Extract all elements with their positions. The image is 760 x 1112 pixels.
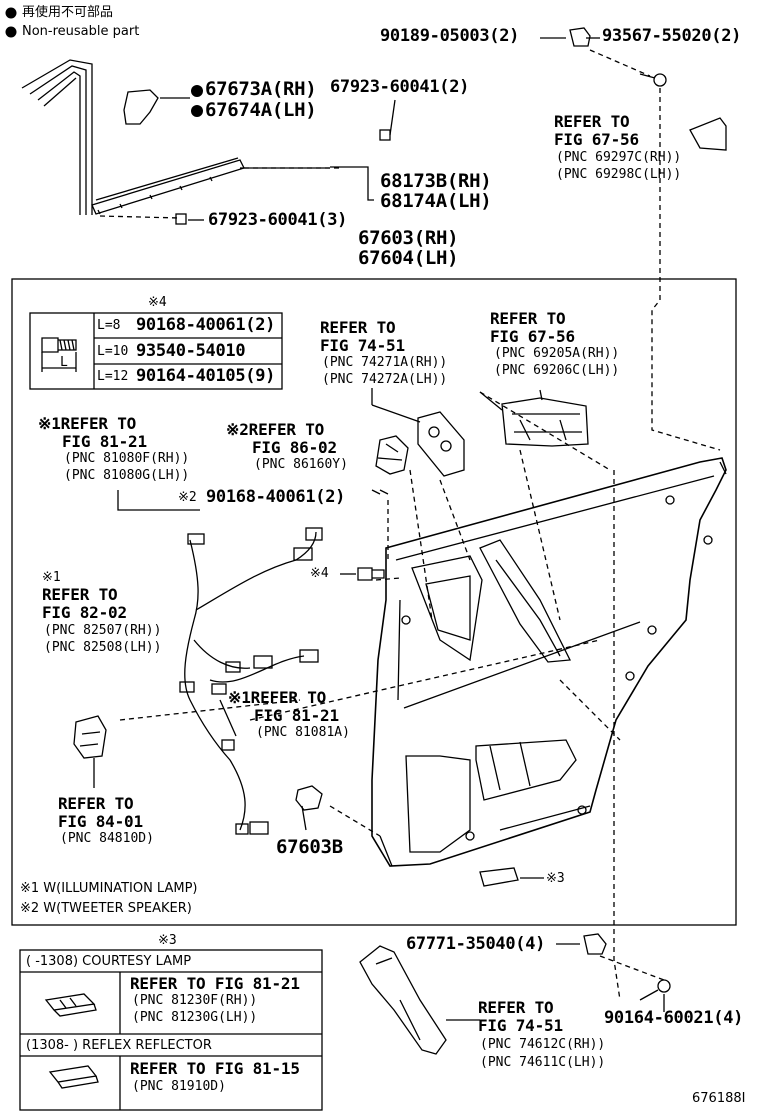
refer-74-51-b-pnc-rh: (PNC 74612C(RH)) — [480, 1037, 606, 1052]
courtesy-lamp-refer[interactable]: REFER TO FIG 81-21 — [130, 974, 300, 993]
mark-2-screw: ※2 — [178, 490, 197, 505]
refer-84-01-pnc: (PNC 84810D) — [60, 831, 154, 846]
screw-part-93540[interactable]: 93540-54010 — [136, 341, 246, 361]
screw-len-10: L=10 — [97, 344, 129, 359]
legend-nonreusable-jp: 再使用不可部品 — [22, 5, 114, 20]
refer-84-01-line2[interactable]: FIG 84-01 — [58, 812, 143, 831]
courtesy-lamp-pnc-lh: (PNC 81230G(LH)) — [132, 1010, 258, 1025]
refer-81-21-a-line1[interactable]: ※1REFER TO — [38, 414, 137, 433]
screw-part-90164[interactable]: 90164-40105(9) — [136, 366, 276, 386]
part-90168-b[interactable]: 90168-40061(2) — [206, 487, 346, 507]
part-67674[interactable]: 67674A(LH) — [205, 99, 317, 121]
refer-82-02-line2[interactable]: FIG 82-02 — [42, 603, 127, 622]
refer-67-56-a-pnc-lh: (PNC 69298C(LH)) — [556, 167, 682, 182]
part-68174[interactable]: 68174A(LH) — [380, 190, 492, 212]
refer-67-56-b-line2[interactable]: FIG 67-56 — [490, 327, 575, 346]
nonreusable-dot-icon — [191, 85, 203, 97]
refer-74-51-a-pnc-lh: (PNC 74272A(LH)) — [322, 372, 448, 387]
part-67771[interactable]: 67771-35040(4) — [406, 934, 546, 954]
nonreusable-dot-icon — [191, 105, 203, 117]
refer-82-02-mark: ※1 — [42, 570, 61, 585]
refer-74-51-a-line2[interactable]: FIG 74-51 — [320, 336, 405, 355]
refer-86-02-line1[interactable]: ※2REFER TO — [226, 420, 325, 439]
refer-81-21-a-line2[interactable]: FIG 81-21 — [62, 432, 147, 451]
part-68173[interactable]: 68173B(RH) — [380, 170, 492, 192]
refer-86-02-pnc: (PNC 86160Y) — [254, 457, 348, 472]
refer-82-02-line1[interactable]: REFER TO — [42, 585, 118, 604]
legend-nonreusable-en: Non-reusable part — [22, 24, 140, 39]
part-90189[interactable]: 90189-05003(2) — [380, 26, 520, 46]
refer-67-56-a-line2[interactable]: FIG 67-56 — [554, 130, 639, 149]
refer-74-51-a-line1[interactable]: REFER TO — [320, 318, 396, 337]
part-90164-b[interactable]: 90164-60021(4) — [604, 1008, 744, 1028]
refer-81-21-b-line1[interactable]: ※1REFER TO — [228, 688, 327, 707]
nonreusable-dot-icon — [5, 26, 17, 38]
refer-81-21-b-line2[interactable]: FIG 81-21 — [254, 706, 339, 725]
figure-id: 676188I — [692, 1091, 746, 1106]
reflex-reflector-header: (1308- ) REFLEX REFLECTOR — [26, 1038, 212, 1053]
screw-table-mark: ※4 — [148, 295, 167, 310]
refer-86-02-line2[interactable]: FIG 86-02 — [252, 438, 337, 457]
refer-74-51-b-line2[interactable]: FIG 74-51 — [478, 1016, 563, 1035]
mark-4-screw: ※4 — [310, 566, 329, 581]
note-tweeter-speaker: ※2 W(TWEETER SPEAKER) — [20, 901, 192, 916]
refer-67-56-b-line1[interactable]: REFER TO — [490, 309, 566, 328]
screw-part-90168[interactable]: 90168-40061(2) — [136, 315, 276, 335]
screw-dim-label: L — [60, 355, 68, 370]
courtesy-table-mark: ※3 — [158, 933, 177, 948]
part-67923-a[interactable]: 67923-60041(2) — [330, 77, 470, 97]
refer-81-21-a-pnc-rh: (PNC 81080F(RH)) — [64, 451, 190, 466]
screw-len-8: L=8 — [97, 318, 121, 333]
part-67603b[interactable]: 67603B — [276, 836, 343, 858]
refer-67-56-b-pnc-lh: (PNC 69206C(LH)) — [494, 363, 620, 378]
reflex-reflector-pnc: (PNC 81910D) — [132, 1079, 226, 1094]
refer-74-51-b-pnc-lh: (PNC 74611C(LH)) — [480, 1055, 606, 1070]
mark-3-lamp: ※3 — [546, 871, 565, 886]
refer-74-51-a-pnc-rh: (PNC 74271A(RH)) — [322, 355, 448, 370]
refer-81-21-a-pnc-lh: (PNC 81080G(LH)) — [64, 468, 190, 483]
assembly-frame — [11, 278, 737, 926]
part-67603[interactable]: 67603(RH) — [358, 227, 459, 249]
screw-len-12: L=12 — [97, 369, 129, 384]
courtesy-lamp-header: ( -1308) COURTESY LAMP — [26, 954, 192, 969]
part-67673[interactable]: 67673A(RH) — [205, 78, 317, 100]
part-67604[interactable]: 67604(LH) — [358, 247, 459, 269]
nonreusable-dot-icon — [5, 7, 17, 19]
refer-67-56-b-pnc-rh: (PNC 69205A(RH)) — [494, 346, 620, 361]
note-illumination-lamp: ※1 W(ILLUMINATION LAMP) — [20, 881, 198, 896]
refer-84-01-line1[interactable]: REFER TO — [58, 794, 134, 813]
refer-67-56-a-pnc-rh: (PNC 69297C(RH)) — [556, 150, 682, 165]
refer-82-02-pnc-lh: (PNC 82508(LH)) — [44, 640, 162, 655]
courtesy-lamp-pnc-rh: (PNC 81230F(RH)) — [132, 993, 258, 1008]
part-67923-b[interactable]: 67923-60041(3) — [208, 210, 348, 230]
refer-81-21-b-pnc: (PNC 81081A) — [256, 725, 350, 740]
refer-67-56-a-line1[interactable]: REFER TO — [554, 112, 630, 131]
refer-82-02-pnc-rh: (PNC 82507(RH)) — [44, 623, 162, 638]
refer-74-51-b-line1[interactable]: REFER TO — [478, 998, 554, 1017]
part-93567[interactable]: 93567-55020(2) — [602, 26, 742, 46]
reflex-reflector-refer[interactable]: REFER TO FIG 81-15 — [130, 1059, 300, 1078]
